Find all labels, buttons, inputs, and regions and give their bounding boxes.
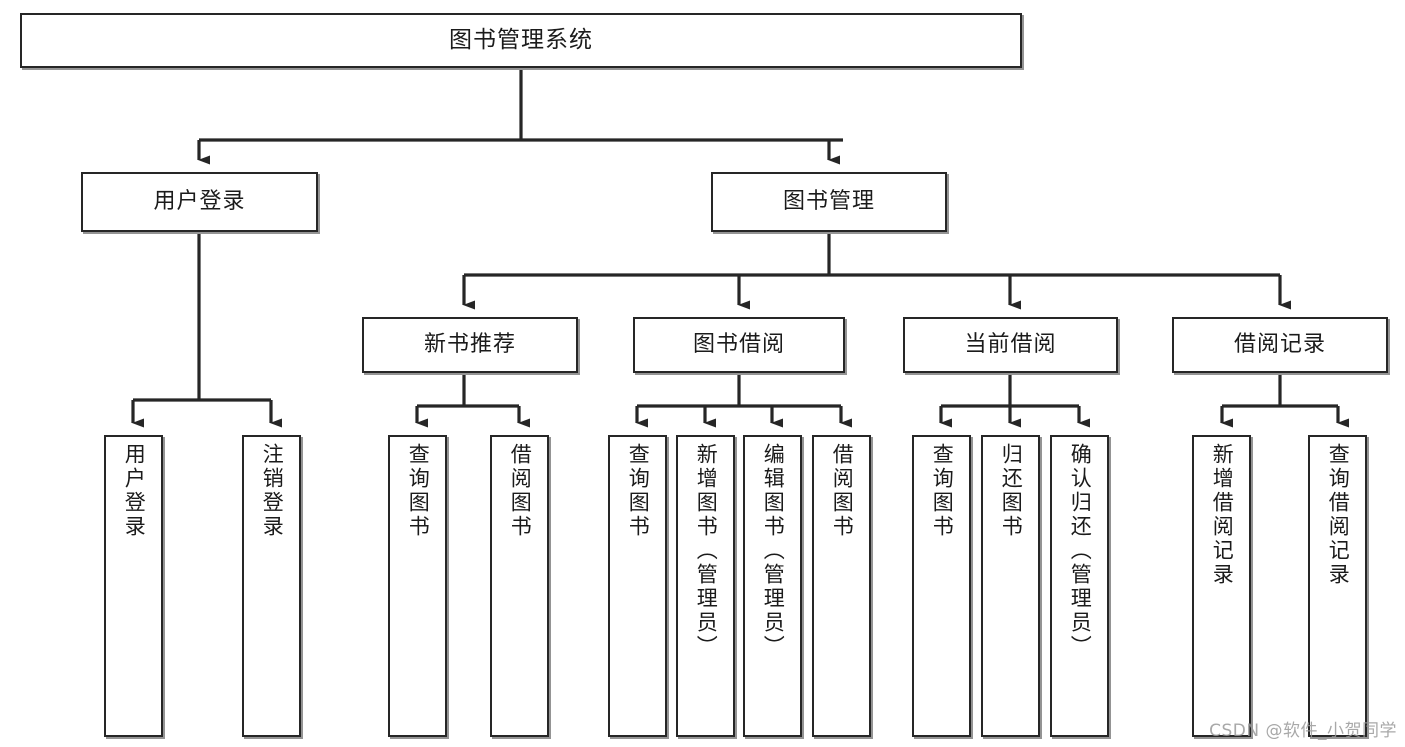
node-label: 查询借阅记录: [1326, 443, 1351, 587]
node-label: 用户登录: [122, 443, 147, 539]
node-leaf-user-login[interactable]: 用户登录: [104, 435, 163, 737]
node-leaf-return-book[interactable]: 归还图书: [981, 435, 1040, 737]
node-leaf-edit-book[interactable]: 编辑图书（管理员）: [743, 435, 802, 737]
node-label: 归还图书: [999, 443, 1024, 539]
node-book-manage[interactable]: 图书管理: [711, 172, 947, 232]
node-label: 新书推荐: [423, 332, 516, 358]
node-leaf-add-record[interactable]: 新增借阅记录: [1192, 435, 1251, 737]
node-leaf-query-book-1[interactable]: 查询图书: [388, 435, 447, 737]
node-leaf-query-record[interactable]: 查询借阅记录: [1308, 435, 1367, 737]
node-label: 确认归还（管理员）: [1068, 443, 1093, 659]
node-label: 借阅图书: [508, 443, 533, 539]
node-label: 图书管理系统: [449, 27, 593, 54]
node-leaf-borrow-book-2[interactable]: 借阅图书: [812, 435, 871, 737]
node-leaf-query-book-3[interactable]: 查询图书: [912, 435, 971, 737]
node-leaf-logout[interactable]: 注销登录: [242, 435, 301, 737]
node-label: 查询图书: [930, 443, 955, 539]
node-leaf-confirm-return[interactable]: 确认归还（管理员）: [1050, 435, 1109, 737]
node-user-login[interactable]: 用户登录: [81, 172, 318, 232]
node-label: 当前借阅: [964, 332, 1057, 358]
node-root-system[interactable]: 图书管理系统: [20, 13, 1022, 68]
node-current-borrow[interactable]: 当前借阅: [903, 317, 1118, 373]
node-label: 新增借阅记录: [1210, 443, 1235, 587]
node-borrow-record[interactable]: 借阅记录: [1172, 317, 1388, 373]
node-leaf-query-book-2[interactable]: 查询图书: [608, 435, 667, 737]
node-label: 图书管理: [782, 189, 875, 215]
node-label: 编辑图书（管理员）: [761, 443, 786, 659]
node-book-borrow[interactable]: 图书借阅: [633, 317, 845, 373]
node-label: 新增图书（管理员）: [694, 443, 719, 659]
node-label: 图书借阅: [692, 332, 785, 358]
node-label: 用户登录: [153, 189, 246, 215]
node-label: 注销登录: [260, 443, 285, 539]
node-label: 借阅记录: [1233, 332, 1326, 358]
node-leaf-borrow-book-1[interactable]: 借阅图书: [490, 435, 549, 737]
node-label: 查询图书: [406, 443, 431, 539]
watermark-text: CSDN @软件_小贺同学: [1209, 721, 1397, 741]
node-label: 借阅图书: [830, 443, 855, 539]
node-new-book-rec[interactable]: 新书推荐: [362, 317, 578, 373]
node-leaf-add-book[interactable]: 新增图书（管理员）: [676, 435, 735, 737]
node-label: 查询图书: [626, 443, 651, 539]
